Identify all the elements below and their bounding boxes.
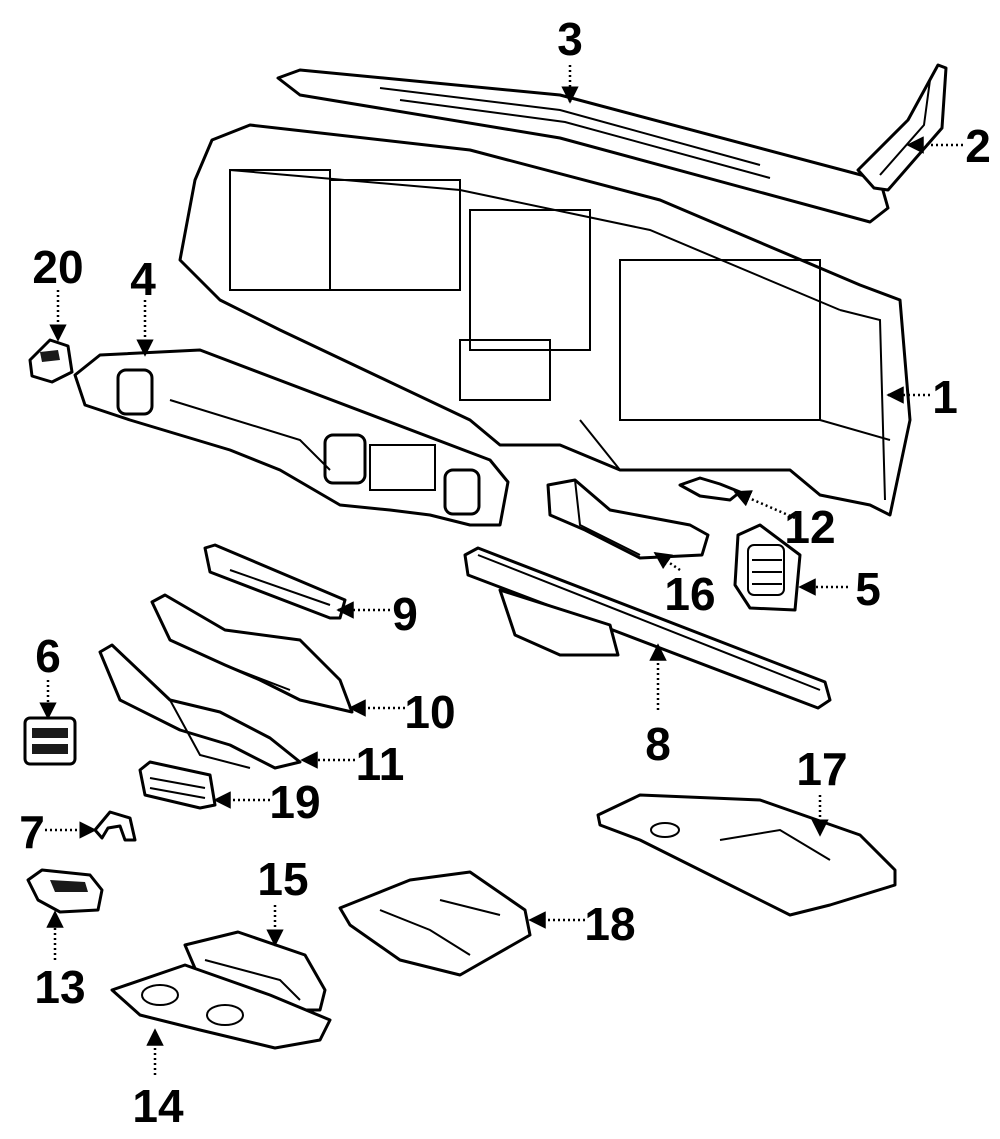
callout-5: 5	[855, 563, 881, 615]
part-2-pillar-trim	[856, 63, 948, 192]
part-16-support-bracket	[546, 478, 710, 560]
callout-12: 12	[784, 501, 835, 553]
callout-17: 17	[796, 743, 847, 795]
part-5-vent-register	[733, 523, 802, 612]
part-13-bin	[26, 868, 104, 914]
callout-8: 8	[645, 718, 671, 770]
callout-13: 13	[34, 961, 85, 1013]
callout-labels: 1 2 3 4 5 6 7 8 9 10 11 12 13 14 15 16 1…	[19, 13, 991, 1132]
part-1-instrument-panel	[178, 123, 912, 517]
callout-3: 3	[557, 13, 583, 65]
part-8-cross-member	[463, 546, 832, 710]
part-18-insulator	[338, 870, 532, 977]
callout-11: 11	[356, 738, 405, 790]
part-9-trim-strip	[203, 543, 347, 620]
callout-1: 1	[932, 371, 958, 423]
leader-16	[653, 551, 681, 572]
callout-6: 6	[35, 630, 61, 682]
callout-10: 10	[404, 686, 455, 738]
leader-12	[733, 490, 796, 520]
callout-9: 9	[392, 588, 418, 640]
callout-2: 2	[965, 120, 991, 172]
part-11-column-cover-lower	[98, 643, 302, 770]
part-14-console-base	[110, 963, 332, 1050]
part-6-switch	[23, 716, 77, 766]
callout-16: 16	[664, 568, 715, 620]
part-7-clip	[93, 810, 137, 842]
part-17-insulator	[596, 793, 897, 917]
callout-15: 15	[257, 853, 308, 905]
leader-lines	[39, 65, 963, 1075]
part-19-vent	[138, 760, 217, 810]
callout-7: 7	[19, 806, 45, 858]
part-3-defroster-panel	[276, 68, 890, 224]
callout-4: 4	[130, 253, 156, 305]
callout-18: 18	[584, 898, 635, 950]
callout-20: 20	[32, 241, 83, 293]
callout-14: 14	[132, 1080, 184, 1132]
part-4-cluster-finish-panel	[73, 348, 510, 527]
part-12-bracket	[678, 476, 742, 502]
callout-19: 19	[269, 776, 320, 828]
part-20-switch	[28, 338, 74, 384]
